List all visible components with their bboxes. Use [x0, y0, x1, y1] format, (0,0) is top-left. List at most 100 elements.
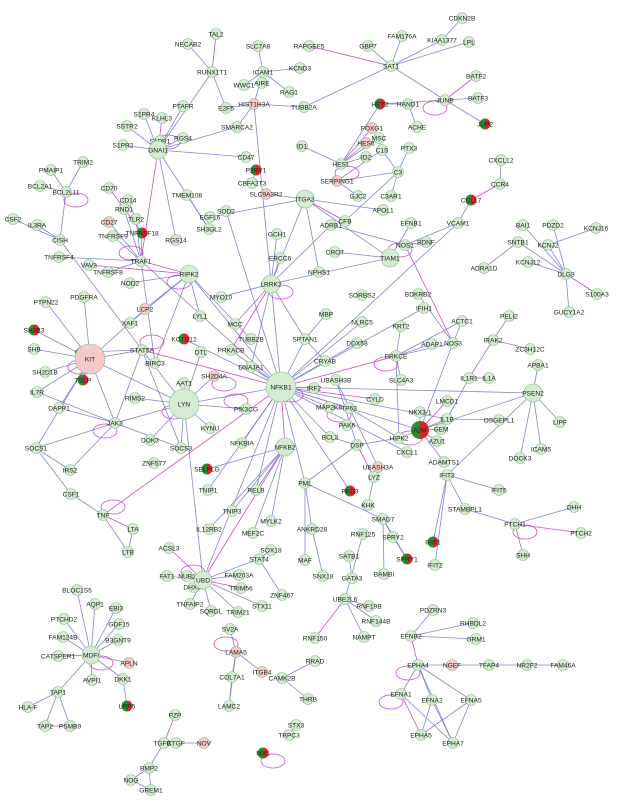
node-nod2[interactable]: NOD2: [121, 277, 140, 289]
node-thrb[interactable]: THRB: [299, 693, 318, 705]
node-selplg[interactable]: SELPLG: [194, 463, 220, 475]
node-sh2d4a[interactable]: SH2D4A: [201, 370, 227, 382]
node-a2m[interactable]: A2M: [411, 421, 429, 439]
node-nampt[interactable]: NAMPT: [352, 631, 376, 643]
node-cxcl12[interactable]: CXCL12: [489, 154, 514, 166]
node-socs1[interactable]: SOCS1: [25, 442, 48, 454]
node-hist1h3a[interactable]: HIST1H3A: [238, 98, 270, 110]
node-sv2a[interactable]: SV2A: [222, 623, 239, 635]
node-id2[interactable]: ID2: [360, 151, 372, 163]
node-efna2[interactable]: EFNA2: [421, 694, 443, 706]
node-s1pr4[interactable]: S1PR4: [134, 108, 155, 120]
node-junb[interactable]: JUNB: [436, 94, 454, 106]
node-csf2[interactable]: CSF2: [5, 213, 22, 225]
node-ngef[interactable]: NGEF: [443, 659, 461, 671]
node-tubb2b[interactable]: TUBB2B: [238, 333, 264, 345]
node-ubd[interactable]: UBD: [193, 570, 213, 590]
node-batf2[interactable]: BATF2: [466, 70, 486, 82]
node-rnf144b[interactable]: RNF144B: [362, 615, 392, 627]
node-fat1[interactable]: FAT1: [159, 570, 175, 582]
node-mdfi[interactable]: MDFI: [81, 645, 101, 665]
node-efnb1[interactable]: EFNB1: [400, 217, 422, 229]
node-cd27[interactable]: CD27: [101, 216, 118, 228]
node-spry1[interactable]: SPRY1: [396, 553, 418, 565]
node-dkk1[interactable]: DKK1: [114, 673, 132, 685]
node-apol1[interactable]: APOL1: [372, 204, 394, 216]
node-actc1[interactable]: ACTC1: [451, 315, 473, 327]
node-dhh[interactable]: DHH: [567, 501, 582, 513]
node-nfkb1[interactable]: NFKB1: [265, 371, 297, 403]
node-irak2[interactable]: IRAK2: [483, 334, 503, 346]
node-hand1[interactable]: HAND1: [397, 98, 420, 110]
node-mx1[interactable]: MX1: [256, 747, 270, 759]
node-hes6[interactable]: HES6: [357, 137, 375, 149]
node-lcp2[interactable]: LCP2: [137, 303, 154, 315]
node-rnf150[interactable]: RNF150: [303, 632, 328, 644]
node-khk[interactable]: KHK: [361, 499, 375, 511]
node-ifih1[interactable]: IFIH1: [416, 302, 432, 314]
node-itga2[interactable]: ITGA2: [295, 189, 315, 209]
node-grm1[interactable]: GRM1: [466, 633, 486, 645]
node-psen2[interactable]: PSEN2: [522, 383, 544, 403]
node-kctd12[interactable]: KCTD12: [171, 333, 197, 345]
node-kcnj12[interactable]: KCNJ12: [516, 256, 541, 268]
node-tnfrsf9[interactable]: TNFRSF9: [98, 230, 128, 242]
node-batf3[interactable]: BATF3: [468, 92, 488, 104]
node-myo10[interactable]: MYO10: [210, 291, 233, 303]
node-gnai1[interactable]: GNAI1: [148, 140, 168, 160]
node-bloc1s5[interactable]: BLOC1S5: [62, 584, 92, 596]
node-pdzrn3[interactable]: PDZRN3: [420, 604, 447, 616]
node-slc7a8[interactable]: SLC7A8: [246, 40, 271, 52]
node-lrrk2[interactable]: LRRK2: [260, 274, 282, 294]
node-pkd3[interactable]: PKD3: [341, 485, 359, 497]
node-efnb2[interactable]: EFNB2: [400, 630, 422, 642]
node-ptx3[interactable]: PTX3: [401, 142, 418, 154]
node-irf2[interactable]: IRF2: [307, 382, 322, 394]
node-wwc1[interactable]: WWC1: [234, 79, 255, 91]
node-epha4[interactable]: EPHA4: [407, 659, 429, 671]
node-slc9a3r2[interactable]: SLC9A3R2: [250, 188, 283, 200]
node-ifit1[interactable]: IFIT1: [425, 536, 441, 548]
node-p2ry1[interactable]: P2RY1: [246, 164, 267, 176]
node-kcnd3[interactable]: KCND3: [289, 62, 312, 74]
node-sqrdl[interactable]: SQRDL: [200, 605, 223, 617]
node-kcnj16[interactable]: KCNJ16: [584, 222, 609, 234]
node-id1[interactable]: ID1: [296, 140, 308, 152]
node-serping1[interactable]: SERPING1: [320, 175, 354, 187]
node-stx11[interactable]: STX11: [252, 600, 272, 612]
node-c1s[interactable]: C1S: [376, 144, 389, 156]
node-prkce[interactable]: PRKCE: [385, 350, 408, 362]
node-gdf15[interactable]: GDF15: [108, 618, 130, 630]
node-nog[interactable]: NOG: [123, 774, 139, 786]
node-vav3[interactable]: VAV3: [81, 259, 97, 271]
node-sh3b3[interactable]: SH3B3: [24, 324, 45, 336]
node-ptafr[interactable]: PTAFR: [172, 100, 194, 112]
node-nos1[interactable]: NOS1: [396, 239, 414, 251]
node-cd70[interactable]: CD70: [101, 182, 118, 194]
node-znf467[interactable]: ZNF467: [270, 589, 294, 601]
node-s100a3[interactable]: S100A3: [585, 288, 609, 300]
node-bmp2[interactable]: BMP2: [140, 762, 158, 774]
node-ptch2[interactable]: PTCH2: [570, 527, 592, 539]
node-map2k6[interactable]: MAP2K6: [316, 401, 342, 413]
node-rnf125[interactable]: RNF125: [351, 528, 376, 540]
node-kit[interactable]: KIT: [74, 343, 106, 375]
node-ube2l6[interactable]: UBE2L6: [333, 593, 358, 605]
node-traf1[interactable]: TRAF1: [131, 255, 152, 267]
node-stx3[interactable]: STX3: [288, 719, 305, 731]
node-icam1[interactable]: ICAM1: [253, 66, 273, 78]
node-kynu[interactable]: KYNU: [201, 422, 220, 434]
node-mef2c[interactable]: MEF2C: [242, 527, 265, 539]
node-hes1[interactable]: HES1: [332, 158, 350, 170]
node-foxg1[interactable]: FOXG1: [361, 122, 384, 134]
node-tnfaip2[interactable]: TNFAIP2: [177, 598, 204, 610]
node-rgs4[interactable]: RGS4: [174, 132, 192, 144]
node-nfkbia[interactable]: NFKBIA: [230, 437, 255, 449]
node-pdgfra[interactable]: PDGFRA: [70, 291, 98, 303]
node-kcnj2[interactable]: KCNJ2: [538, 239, 559, 251]
node-icam5[interactable]: ICAM5: [531, 443, 551, 455]
node-sntb1[interactable]: SNTB1: [507, 236, 529, 248]
node-sox18[interactable]: SOX18: [260, 544, 282, 556]
node-trim21[interactable]: TRIM21: [226, 606, 250, 618]
node-ctgf[interactable]: CTGF: [167, 737, 185, 749]
